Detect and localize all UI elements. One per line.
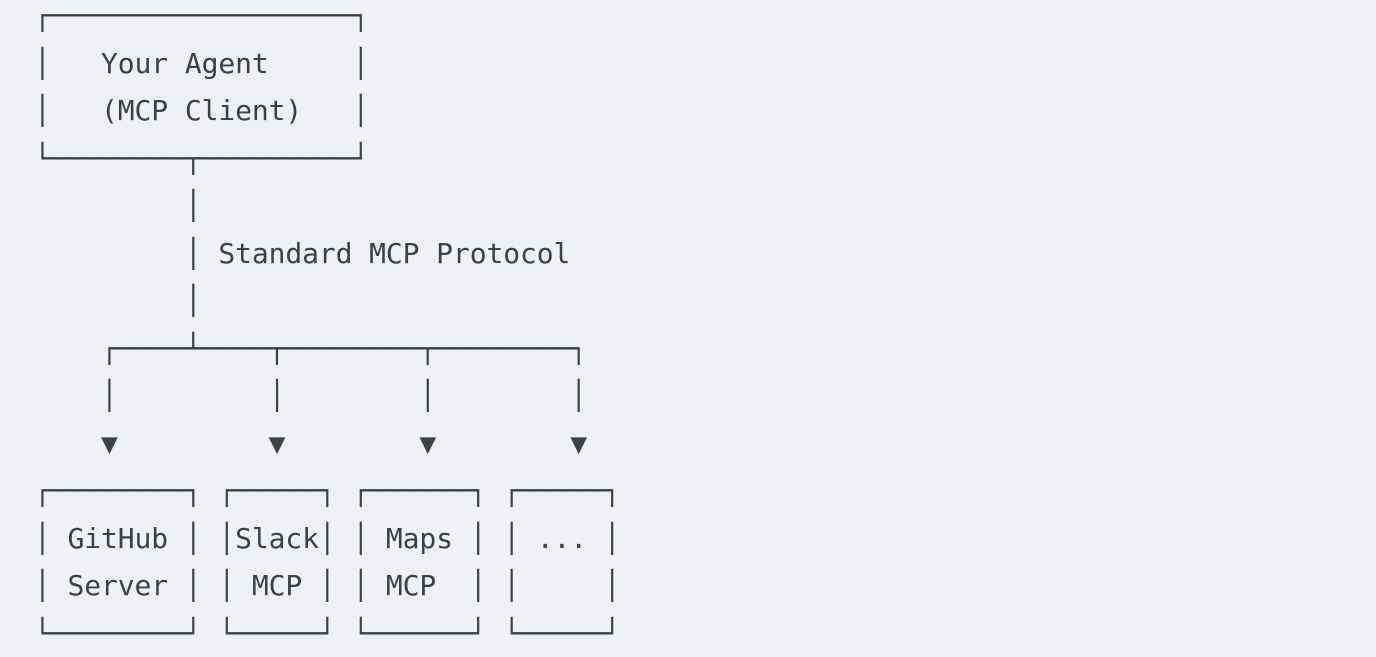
mcp-architecture-ascii-diagram: ┌──────────────────┐│ Your Agent ││ (MCP… xyxy=(34,0,621,657)
diagram-line-connector2: │ xyxy=(34,277,621,325)
diagram-line-drops: │ │ │ │ xyxy=(34,372,621,420)
diagram-line-servers-row1: │ GitHub │ │Slack│ │ Maps │ │ ... │ xyxy=(34,515,621,563)
diagram-line-arrows: ▼ ▼ ▼ ▼ xyxy=(34,420,621,468)
diagram-line-servers-row2: │ Server │ │ MCP │ │ MCP │ │ │ xyxy=(34,562,621,610)
diagram-line-servers-bottom: └────────┘ └─────┘ └──────┘ └─────┘ xyxy=(34,610,621,657)
diagram-line-agent-title: │ Your Agent │ xyxy=(34,40,621,88)
diagram-line-servers-top: ┌────────┐ ┌─────┐ ┌──────┐ ┌─────┐ xyxy=(34,467,621,515)
diagram-line-branch: ┌────┴────┬────────┬────────┐ xyxy=(34,325,621,373)
diagram-line-connector: │ xyxy=(34,182,621,230)
diagram-line-box-top: ┌──────────────────┐ xyxy=(34,0,621,40)
diagram-line-agent-subtitle: │ (MCP Client) │ xyxy=(34,87,621,135)
diagram-line-box-bottom: └────────┬─────────┘ xyxy=(34,135,621,183)
diagram-line-protocol-label: │ Standard MCP Protocol xyxy=(34,230,621,278)
